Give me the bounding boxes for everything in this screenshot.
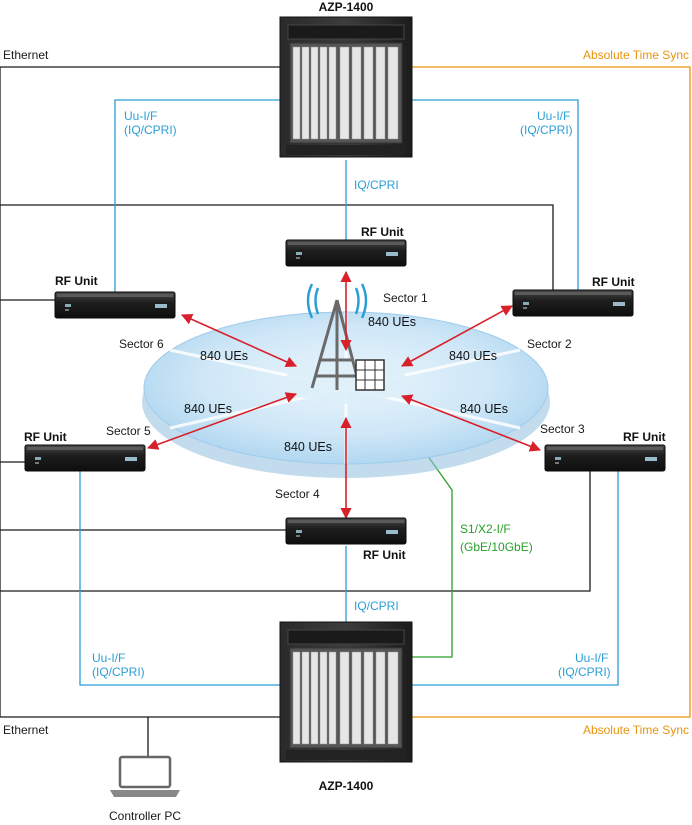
- sector-label-2: Sector 2: [527, 337, 572, 351]
- radio-links: [146, 270, 542, 520]
- ue-count-sector-6: 840 UEs: [200, 349, 248, 363]
- radio-link-sector-6: [180, 314, 298, 367]
- rf-unit-label-sector-5: RF Unit: [24, 430, 67, 444]
- rf-unit-label-sector-6: RF Unit: [55, 274, 98, 288]
- azp-label-bottom: AZP-1400: [319, 779, 374, 793]
- iq-cpri-label-top: IQ/CPRI: [354, 178, 399, 192]
- sector-label-1: Sector 1: [383, 291, 428, 305]
- ue-count-sector-3: 840 UEs: [460, 402, 508, 416]
- gbe-label: (GbE/10GbE): [460, 540, 533, 554]
- ue-count-sector-2: 840 UEs: [449, 349, 497, 363]
- azp-rack-bottom: [279, 621, 413, 763]
- ue-count-sector-4: 840 UEs: [284, 440, 332, 454]
- iq-cpri-paren-top-right: (IQ/CPRI): [520, 123, 573, 137]
- uu-if-label-bottom-left: Uu-I/F: [92, 651, 125, 665]
- time-sync-label-top: Absolute Time Sync: [583, 48, 689, 62]
- sector-label-6: Sector 6: [119, 337, 164, 351]
- controller-pc-label: Controller PC: [109, 809, 181, 823]
- rf-unit-sector-5: [24, 444, 146, 472]
- ethernet-label-bottom: Ethernet: [3, 723, 49, 737]
- rf-unit-sector-3: [544, 444, 666, 472]
- time-sync-label-bottom: Absolute Time Sync: [583, 723, 689, 737]
- rf-unit-label-sector-4: RF Unit: [363, 548, 406, 562]
- uu-if-label-top-right: Uu-I/F: [537, 109, 570, 123]
- time-sync-lines: [410, 66, 691, 718]
- s1-x2-label: S1/X2-I/F: [460, 522, 511, 536]
- iq-cpri-paren-bottom-right: (IQ/CPRI): [558, 665, 611, 679]
- rf-unit-label-sector-1: RF Unit: [361, 225, 404, 239]
- radio-link-sector-3: [400, 394, 542, 452]
- uu-if-label-bottom-right: Uu-I/F: [575, 651, 608, 665]
- iq-cpri-label-bottom: IQ/CPRI: [354, 599, 399, 613]
- sector-label-3: Sector 3: [540, 422, 585, 436]
- iq-cpri-lines: [79, 99, 619, 686]
- iq-cpri-paren-top-left: (IQ/CPRI): [124, 123, 177, 137]
- rf-unit-label-sector-2: RF Unit: [592, 275, 635, 289]
- sector-label-5: Sector 5: [106, 424, 151, 438]
- rf-unit-sector-1: [285, 239, 407, 267]
- rf-unit-label-sector-3: RF Unit: [623, 430, 666, 444]
- radio-link-sector-5: [146, 392, 298, 450]
- rf-unit-sector-2: [512, 289, 634, 317]
- iq-cpri-paren-bottom-left: (IQ/CPRI): [92, 665, 145, 679]
- core-server-icon: [355, 359, 385, 391]
- rf-unit-sector-6: [54, 291, 176, 319]
- uu-if-label-top-left: Uu-I/F: [124, 109, 157, 123]
- radio-link-sector-2: [401, 305, 513, 367]
- ue-count-sector-5: 840 UEs: [184, 402, 232, 416]
- rf-unit-sector-4: [285, 517, 407, 545]
- laptop-icon: [110, 755, 180, 797]
- azp-label-top: AZP-1400: [319, 0, 374, 14]
- ue-count-sector-1: 840 UEs: [368, 315, 416, 329]
- ethernet-label-top: Ethernet: [3, 48, 49, 62]
- sector-label-4: Sector 4: [275, 487, 320, 501]
- azp-rack-top: [279, 16, 413, 158]
- ethernet-lines: [0, 66, 591, 757]
